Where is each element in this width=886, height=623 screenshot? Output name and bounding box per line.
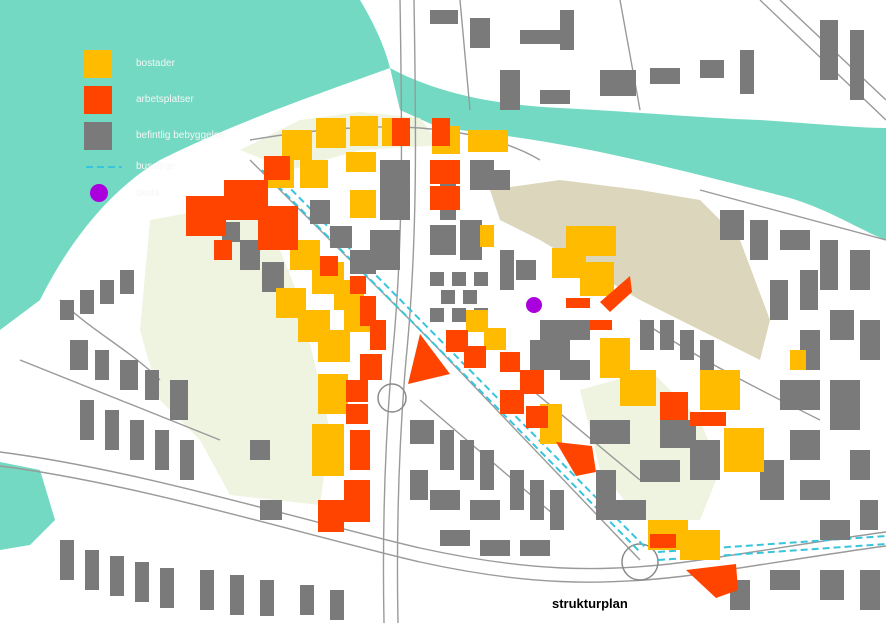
workplace-swatch-icon bbox=[84, 86, 112, 114]
water-areas bbox=[0, 0, 886, 550]
road-south-grid-2 bbox=[519, 379, 641, 481]
school-marker bbox=[526, 297, 542, 313]
existing-building-swatch-icon bbox=[84, 122, 112, 150]
bus-line-diagonal-a bbox=[261, 169, 641, 553]
legend-item-housing bbox=[84, 50, 112, 78]
legend-label-existing-buildings: befintlig bebyggelse bbox=[136, 130, 225, 141]
road-southern-artery-b bbox=[0, 465, 886, 583]
housing-swatch-icon bbox=[84, 50, 112, 78]
water-bay-southwest bbox=[0, 462, 55, 550]
map-caption: strukturplan bbox=[552, 596, 628, 611]
legend-label-workplaces: arbetsplatser bbox=[136, 94, 194, 105]
hill-rock bbox=[490, 180, 770, 360]
roundabouts bbox=[377, 383, 659, 581]
bus-line-symbol-icon bbox=[86, 166, 122, 168]
road-west-2 bbox=[19, 359, 221, 441]
school-symbol-icon bbox=[90, 184, 108, 202]
workplace-blocks bbox=[186, 118, 738, 598]
road-northgrid-2 bbox=[619, 0, 641, 111]
road-southern-artery-a bbox=[0, 451, 886, 570]
water-bay-west bbox=[0, 0, 390, 330]
legend-item-existing-buildings bbox=[84, 122, 112, 150]
legend-label-bus-line: busslinje bbox=[136, 161, 175, 172]
roundabout-central bbox=[377, 383, 407, 413]
road-northgrid-1 bbox=[459, 0, 471, 111]
legend-label-housing: bostader bbox=[136, 58, 175, 69]
legend-item-workplaces bbox=[84, 86, 112, 114]
highway-north-south-b bbox=[396, 0, 417, 623]
water-channel-river bbox=[390, 68, 886, 240]
legend-label-school: skola bbox=[136, 188, 160, 199]
highway-north-south-a bbox=[382, 0, 403, 623]
roundabout-southeast bbox=[621, 543, 659, 581]
road-east-b bbox=[699, 189, 886, 241]
